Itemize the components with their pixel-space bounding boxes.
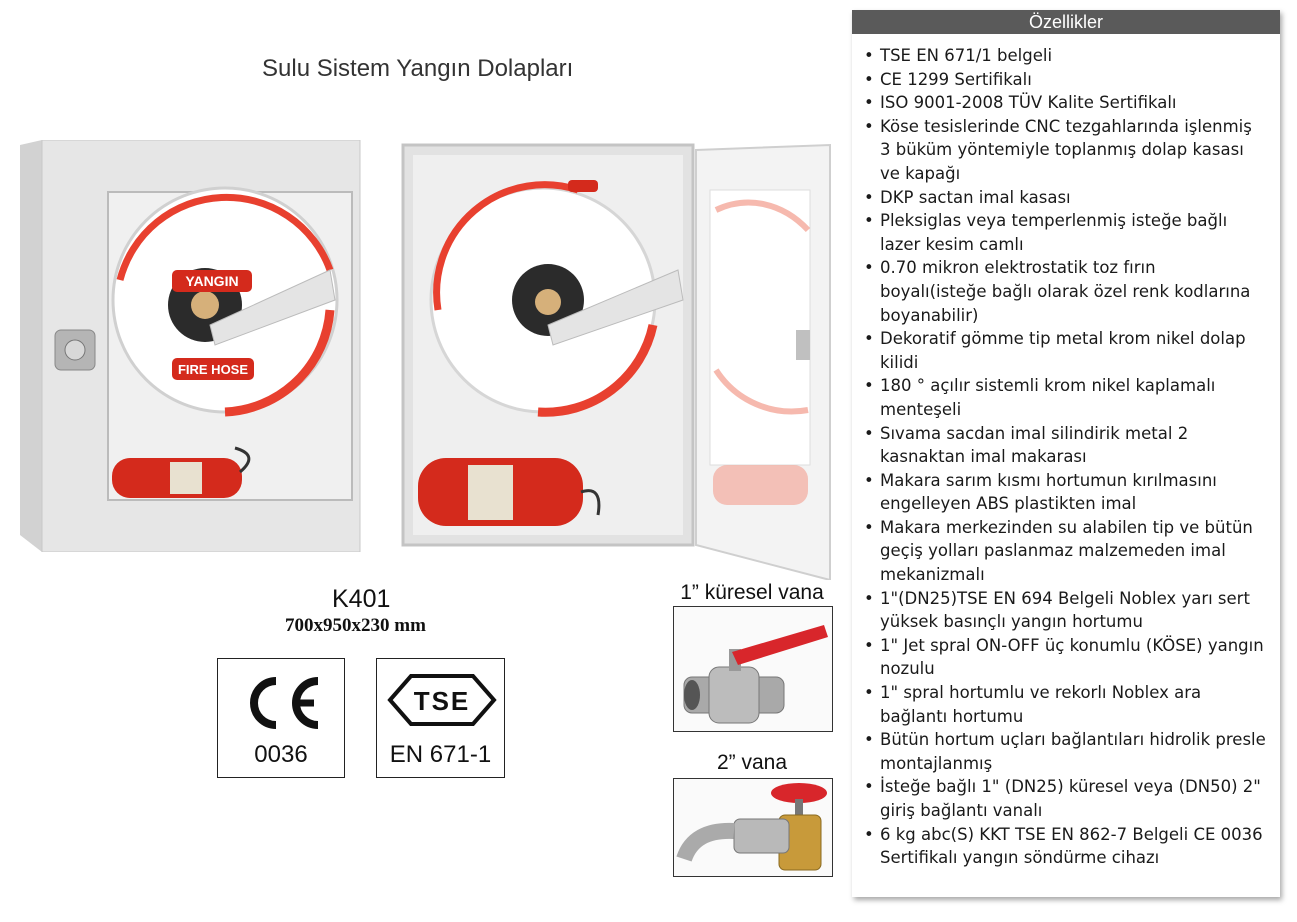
feature-item: ISO 9001-2008 TÜV Kalite Sertifikalı bbox=[864, 91, 1266, 115]
globe-valve-icon bbox=[676, 783, 827, 871]
tse-code: EN 671-1 bbox=[389, 741, 492, 768]
feature-item: Bütün hortum uçları bağlantıları hidroli… bbox=[864, 728, 1266, 775]
ce-mark-icon bbox=[250, 677, 319, 729]
features-panel-header: Özellikler bbox=[852, 10, 1280, 34]
feature-item: Makara sarım kısmı hortumun kırılmasını … bbox=[864, 469, 1266, 516]
product-dimensions: 700x950x230 mm bbox=[285, 615, 426, 636]
reel-label-top: YANGIN bbox=[185, 273, 238, 289]
feature-item: TSE EN 671/1 belgeli bbox=[864, 44, 1266, 68]
features-panel: Özellikler TSE EN 671/1 belgeli CE 1299 … bbox=[852, 10, 1280, 897]
feature-item: 180 ° açılır sistemli krom nikel kaplama… bbox=[864, 374, 1266, 421]
closed-cabinet-image: YANGIN FIRE HOSE bbox=[20, 140, 361, 552]
ce-code: 0036 bbox=[254, 741, 308, 768]
feature-item: Dekoratif gömme tip metal krom nikel dol… bbox=[864, 327, 1266, 374]
page-title: Sulu Sistem Yangın Dolapları bbox=[262, 55, 574, 82]
tse-certificate: TSE EN 671-1 bbox=[376, 658, 505, 778]
feature-item: 1" spral hortumlu ve rekorlı Noblex ara … bbox=[864, 681, 1266, 728]
product-model: K401 bbox=[332, 585, 391, 613]
feature-item: DKP sactan imal kasası bbox=[864, 186, 1266, 210]
feature-item: 0.70 mikron elektrostatik toz fırın boya… bbox=[864, 256, 1266, 327]
tse-mark-icon: TSE bbox=[387, 674, 497, 726]
feature-item: Sıvama sacdan imal silindirik metal 2 ka… bbox=[864, 422, 1266, 469]
tse-mark-text: TSE bbox=[414, 686, 471, 716]
feature-item: CE 1299 Sertifikalı bbox=[864, 68, 1266, 92]
ball-valve-icon bbox=[683, 625, 828, 724]
feature-item: Makara merkezinden su alabilen tip ve bü… bbox=[864, 516, 1266, 587]
ball-valve-image bbox=[673, 606, 833, 732]
valve-1-label: 1” küresel vana bbox=[680, 581, 824, 604]
feature-item: 1"(DN25)TSE EN 694 Belgeli Noblex yarı s… bbox=[864, 587, 1266, 634]
valve-2-label: 2” vana bbox=[716, 751, 788, 774]
globe-valve-image bbox=[673, 778, 833, 877]
ce-certificate: 0036 bbox=[217, 658, 345, 778]
feature-item: İsteğe bağlı 1" (DN25) küresel veya (DN5… bbox=[864, 775, 1266, 822]
feature-item: 1" Jet spral ON-OFF üç konumlu (KÖSE) ya… bbox=[864, 634, 1266, 681]
features-list: TSE EN 671/1 belgeli CE 1299 Sertifikalı… bbox=[852, 34, 1280, 870]
feature-item: Köse tesislerinde CNC tezgahlarında işle… bbox=[864, 115, 1266, 186]
feature-item: 6 kg abc(S) KKT TSE EN 862-7 Belgeli CE … bbox=[864, 823, 1266, 870]
open-cabinet-image bbox=[401, 143, 831, 580]
feature-item: Pleksiglas veya temperlenmiş isteğe bağl… bbox=[864, 209, 1266, 256]
reel-label-bottom: FIRE HOSE bbox=[178, 362, 248, 377]
